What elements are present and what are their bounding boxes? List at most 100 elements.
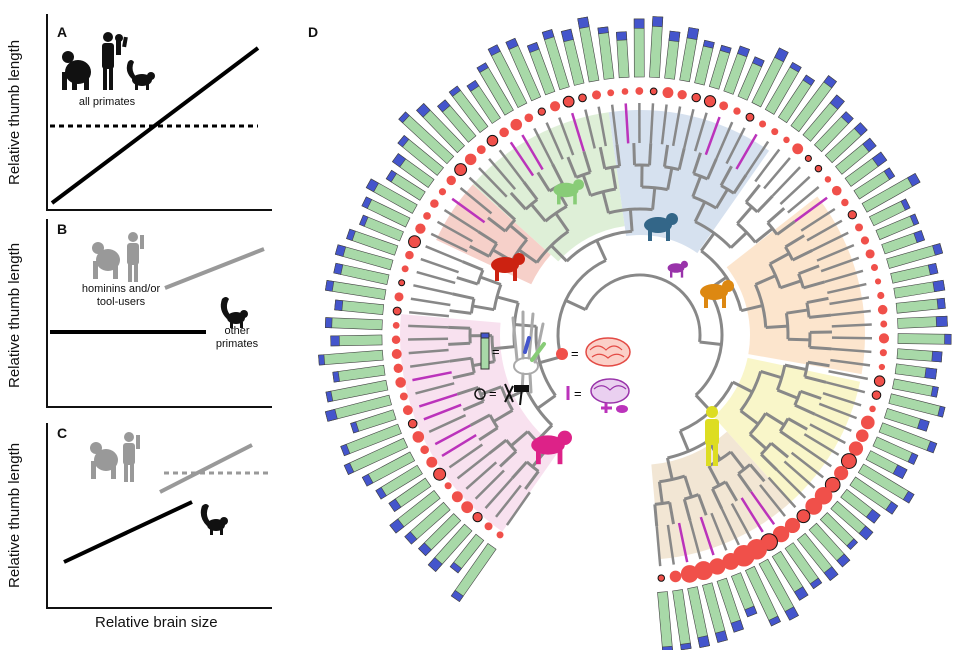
internal-branch xyxy=(536,394,557,410)
thumb-bar-blue xyxy=(916,418,930,432)
internal-branch xyxy=(551,163,564,185)
legend-circle-symbol xyxy=(474,388,486,400)
tip-branch xyxy=(478,167,508,198)
thumb-bar-blue xyxy=(714,630,728,643)
tarsier-icon-body xyxy=(667,263,685,273)
thumb-bar-blue xyxy=(784,606,799,621)
thumb-bar xyxy=(334,244,394,271)
tip-branch xyxy=(825,381,866,394)
internal-branch xyxy=(754,274,777,286)
internal-branch xyxy=(530,203,547,223)
internal-branch xyxy=(497,203,517,221)
internal-branch xyxy=(601,191,610,214)
thumb-bar-green xyxy=(325,280,387,300)
tip-branch xyxy=(763,157,791,190)
brain-dot xyxy=(407,418,418,429)
panel-a: Relative thumb length A xyxy=(0,0,300,215)
tip-branch xyxy=(423,403,462,421)
brain-dot xyxy=(591,90,602,100)
panel-b: Relative thumb length B hominins and/or … xyxy=(0,215,300,415)
thumb-bar xyxy=(790,75,837,133)
internal-branch xyxy=(744,183,761,204)
brain-dot xyxy=(392,306,402,316)
thumb-bar-blue xyxy=(350,421,360,434)
brain-dot xyxy=(745,112,755,122)
thumb-bar xyxy=(751,47,789,108)
internal-branch xyxy=(776,388,799,400)
thumb-bar-blue xyxy=(334,244,347,257)
thumb-bar xyxy=(324,394,392,422)
tip-branch xyxy=(683,108,695,149)
brain-dot xyxy=(635,87,644,95)
brain-dot xyxy=(401,265,409,273)
brain-dot xyxy=(878,363,886,371)
brain-dot xyxy=(796,509,811,524)
thumb-bar-green xyxy=(318,349,384,366)
tip-branch xyxy=(749,490,776,526)
baboon-icon xyxy=(531,430,572,465)
internal-branch xyxy=(522,181,539,201)
thumb-bar-blue xyxy=(768,615,781,627)
internal-branch xyxy=(524,470,540,490)
human-silhouette-icon xyxy=(123,432,140,482)
brain-dot xyxy=(709,558,726,575)
thumb-bar-blue xyxy=(427,557,443,572)
tip-branch xyxy=(787,186,820,214)
node-arc xyxy=(584,273,702,343)
tip-branch xyxy=(428,414,467,434)
brain-dot xyxy=(391,335,401,344)
thumb-bar-blue xyxy=(932,243,944,256)
internal-branch xyxy=(632,143,637,166)
internal-branch xyxy=(462,260,484,272)
internal-branch xyxy=(668,502,675,525)
x-axis-label: Relative brain size xyxy=(95,614,218,631)
panel-b-other-caption: other primates xyxy=(215,325,259,350)
brain-dot xyxy=(869,405,876,413)
thumb-bar-blue xyxy=(892,464,908,480)
internal-branch xyxy=(809,345,832,351)
tree-branches xyxy=(408,102,872,567)
orangutan-icon-leg xyxy=(704,296,708,308)
internal-branch xyxy=(766,207,786,224)
internal-branch xyxy=(536,171,551,192)
brain-dot xyxy=(677,90,687,100)
tip-branch xyxy=(584,109,596,149)
thumb-bar-blue xyxy=(505,37,519,50)
brain-dot xyxy=(461,501,474,514)
thumb-bar xyxy=(437,99,477,143)
tip-branch xyxy=(558,117,575,156)
thumb-bar-blue xyxy=(397,134,410,148)
thumb-bar-blue xyxy=(333,262,344,275)
brain-dot xyxy=(870,264,879,272)
brain-dot xyxy=(784,517,801,534)
internal-branch xyxy=(692,152,702,175)
thumb-bar xyxy=(597,26,615,80)
human-icon xyxy=(705,406,719,466)
tip-branch xyxy=(754,148,781,183)
internal-branch xyxy=(719,165,733,187)
internal-branch xyxy=(769,252,790,266)
tip-branch xyxy=(827,282,867,295)
thumb-bar-blue xyxy=(840,111,854,125)
thumb-bar-blue xyxy=(325,390,334,403)
internal-branch xyxy=(496,295,519,305)
internal-branch xyxy=(776,220,796,236)
tip-branch xyxy=(488,157,517,190)
thumb-bar xyxy=(897,315,948,329)
thumb-bar-blue xyxy=(907,452,919,465)
brain-dot xyxy=(860,236,870,245)
thumb-bar xyxy=(450,543,497,603)
internal-branch xyxy=(598,146,607,169)
brain-dot xyxy=(805,497,823,515)
panel-a-letter: A xyxy=(57,24,68,40)
internal-branch xyxy=(499,450,518,468)
thumb-bar-blue xyxy=(325,280,335,292)
thumb-bar-blue xyxy=(802,74,815,86)
brain-dot xyxy=(840,453,857,470)
human-icon-body xyxy=(705,419,719,445)
thumb-bar-blue xyxy=(913,230,925,243)
thumb-bar xyxy=(361,196,411,228)
internal-branch xyxy=(449,309,472,315)
internal-branch xyxy=(487,216,507,233)
thumb-bar-blue xyxy=(702,39,715,49)
